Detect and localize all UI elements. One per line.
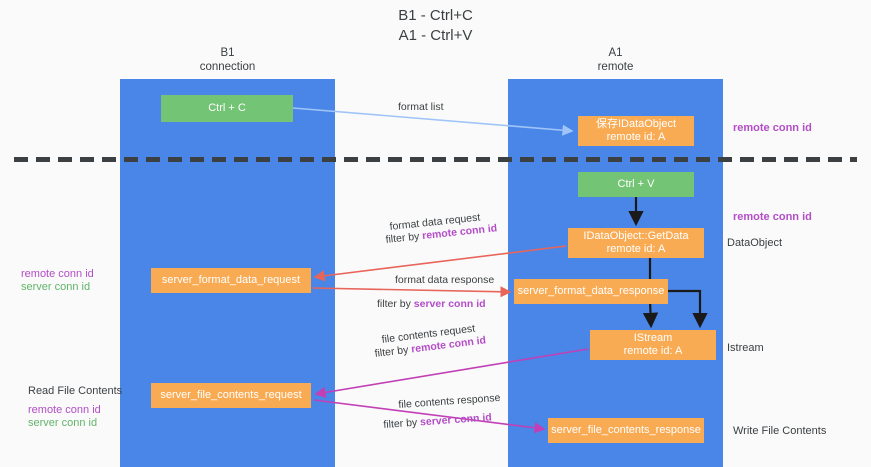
page-title: B1 - Ctrl+C A1 - Ctrl+V (0, 6, 871, 46)
filter-prefix-3: filter by (374, 343, 412, 360)
note-left-conn-ids-format: remote conn id server conn id (21, 268, 94, 294)
filter-prefix-1: filter by (385, 230, 423, 246)
lane-header-b1-role: connection (199, 61, 256, 73)
note-right-remote-conn-id-mid: remote conn id (733, 211, 812, 223)
lane-header-b1: B1 connection (120, 46, 335, 74)
node-server-file-contents-response[interactable]: server_file_contents_response (548, 418, 704, 443)
node-server-format-data-request-label: server_format_data_request (161, 274, 301, 286)
filter-key-server-conn-id-1: server conn id (413, 298, 486, 310)
node-getdata-sublabel: remote id: A (606, 243, 666, 255)
title-line-1: B1 - Ctrl+C (398, 7, 473, 24)
node-server-format-data-response[interactable]: server_format_data_response (514, 279, 668, 304)
filter-prefix-4: filter by (383, 416, 421, 431)
note-left-remote-conn-id-1: remote conn id (21, 268, 94, 280)
note-right-dataobject: DataObject (727, 237, 783, 249)
lane-header-b1-name: B1 (220, 47, 235, 59)
edge-label-file-contents-response-filter: filter by server conn id (383, 411, 492, 432)
note-right-write-file-contents: Write File Contents (733, 425, 827, 437)
title-line-2: A1 - Ctrl+V (398, 27, 473, 44)
note-left-server-conn-id-2: server conn id (28, 417, 98, 429)
node-istream[interactable]: IStream remote id: A (590, 330, 716, 360)
lane-header-a1: A1 remote (508, 46, 723, 74)
filter-prefix-2: filter by (377, 298, 414, 310)
node-idataobject[interactable]: 保存IDataObject remote id: A (578, 116, 694, 146)
node-istream-label: IStream (633, 332, 673, 344)
node-istream-sublabel: remote id: A (623, 345, 683, 357)
edge-label-file-contents-response: file contents response (398, 391, 501, 411)
node-ctrl-c-label: Ctrl + C (208, 102, 246, 114)
node-server-format-data-response-label: server_format_data_response (517, 285, 665, 297)
lane-header-a1-role: remote (597, 61, 634, 73)
node-ctrl-v[interactable]: Ctrl + V (578, 172, 694, 197)
note-left-server-conn-id-1: server conn id (21, 281, 91, 293)
note-right-remote-conn-id-top: remote conn id (733, 122, 812, 134)
node-getdata[interactable]: IDataObject::GetData remote id: A (568, 228, 704, 258)
note-left-read-file-contents-block: Read File Contents remote conn id server… (28, 385, 122, 430)
edge-label-format-list: format list (398, 101, 444, 113)
arrow-format-data-response (312, 286, 512, 298)
note-right-istream: Istream (727, 342, 764, 354)
node-server-format-data-request[interactable]: server_format_data_request (151, 268, 311, 293)
lane-header-a1-name: A1 (608, 47, 623, 59)
note-left-remote-conn-id-2: remote conn id (28, 404, 101, 416)
note-left-read-file-contents: Read File Contents (28, 385, 123, 397)
phase-divider (14, 157, 857, 162)
node-idataobject-sublabel: remote id: A (606, 131, 666, 143)
edge-label-format-data-response: format data response (395, 274, 495, 286)
node-ctrl-v-label: Ctrl + V (617, 178, 655, 190)
node-idataobject-label: 保存IDataObject (595, 118, 677, 130)
node-server-file-contents-request[interactable]: server_file_contents_request (151, 383, 311, 408)
node-server-file-contents-request-label: server_file_contents_request (160, 389, 302, 401)
edge-label-format-data-response-filter: filter by server conn id (377, 298, 486, 311)
node-ctrl-c[interactable]: Ctrl + C (161, 95, 293, 122)
filter-key-server-conn-id-2: server conn id (419, 411, 493, 429)
node-server-file-contents-response-label: server_file_contents_response (551, 424, 701, 436)
node-getdata-label: IDataObject::GetData (583, 230, 689, 242)
